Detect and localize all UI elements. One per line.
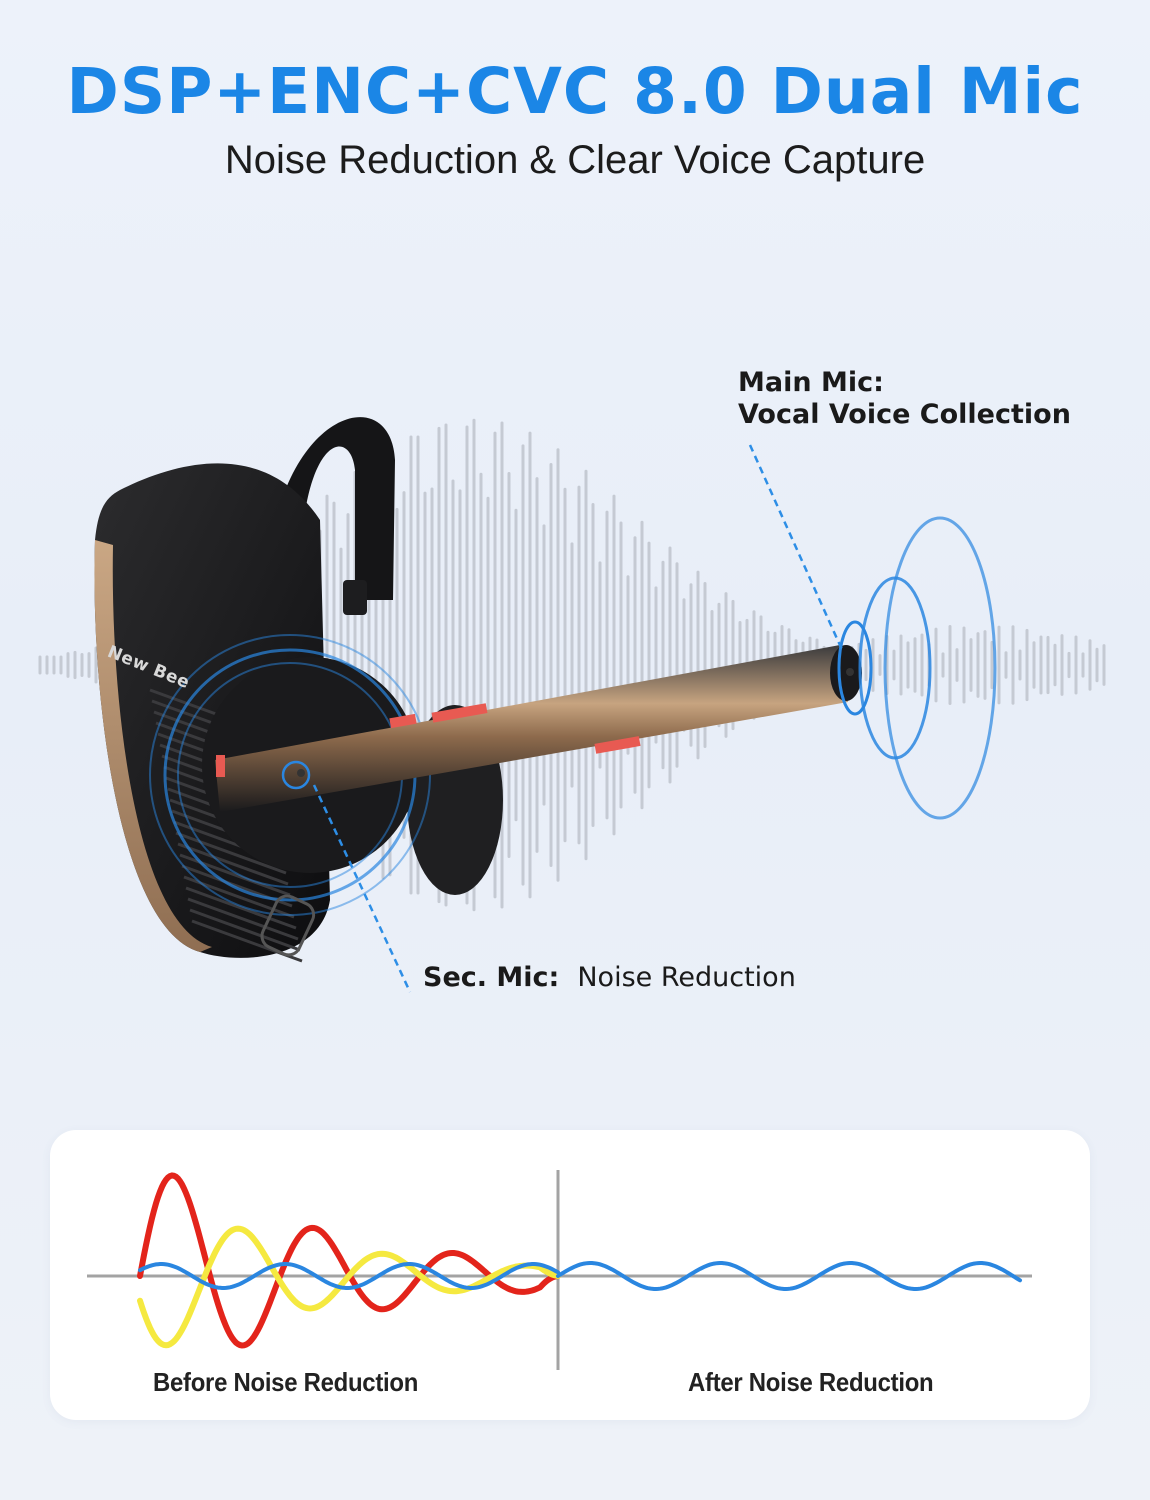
sec-mic-leader	[312, 784, 412, 993]
wave-yellow-before	[137, 1225, 561, 1349]
waveform-comparison	[87, 1170, 1032, 1370]
grille-line	[175, 831, 287, 875]
button-top-right	[431, 703, 488, 723]
hook-joint	[343, 580, 367, 615]
button-front	[216, 755, 225, 777]
sec-mic-desc: Noise Reduction	[577, 962, 796, 993]
sec-mic-ring	[281, 760, 311, 790]
main-mic-callout: Main Mic: Vocal Voice Collection	[738, 367, 1071, 431]
comparison-card: Before Noise Reduction After Noise Reduc…	[50, 1130, 1090, 1420]
gold-trim	[94, 540, 212, 952]
sec-mic-callout: Sec. Mic: Noise Reduction	[423, 962, 796, 994]
main-mic-hole	[846, 668, 854, 676]
main-mic-title: Main Mic:	[738, 367, 884, 398]
button-top-left	[389, 713, 417, 729]
boom-mic	[215, 645, 848, 812]
wave-red-before	[137, 1172, 561, 1349]
charge-port	[260, 894, 316, 957]
main-mic-desc: Vocal Voice Collection	[738, 399, 1071, 430]
main-mic-leader	[748, 444, 845, 653]
main-mic-rings	[837, 516, 997, 820]
before-label: Before Noise Reduction	[153, 1367, 419, 1397]
sec-mic-title: Sec. Mic:	[423, 962, 560, 993]
sec-mic-hole	[297, 769, 305, 777]
grille-line	[177, 842, 289, 886]
wave-blue-before	[138, 1262, 560, 1290]
button-bottom	[594, 736, 641, 754]
grille-line	[187, 897, 299, 941]
grille-line	[185, 886, 297, 930]
page-subtitle: Noise Reduction & Clear Voice Capture	[224, 138, 926, 182]
grille-line	[189, 908, 301, 952]
boom-mic-tip	[830, 645, 862, 701]
page-title: DSP+ENC+CVC 8.0 Dual Mic	[66, 55, 1084, 128]
after-label: After Noise Reduction	[688, 1367, 934, 1397]
wave-blue-after	[556, 1261, 1022, 1291]
